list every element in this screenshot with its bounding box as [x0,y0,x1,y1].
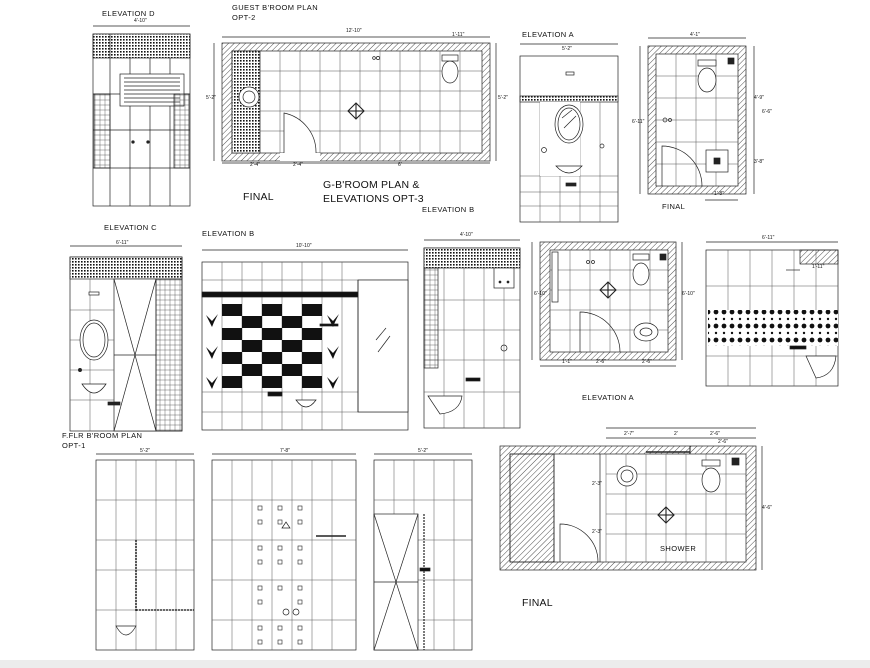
dim-text: 4'-9" [754,95,764,101]
elevation-far-right [705,241,839,387]
dim-text: 2'-6" [718,439,728,445]
elevation-b-right [423,239,521,429]
dim-text: 7'-8" [280,448,290,454]
guest-plan-label: GUEST B'ROOM PLAN [232,3,319,12]
gb-room-title-line1: G-B'ROOM PLAN & [323,179,420,191]
bottom-strip [0,660,870,668]
elevation-d [92,25,191,207]
dim-text: 10'-10" [296,243,312,249]
dim-text: 2'-6" [642,359,652,365]
dim-text: 6' [398,162,402,168]
fflr-elevation-1 [95,453,195,651]
elevation-c-label: ELEVATION C [104,223,157,232]
fflr-elevation-2 [211,453,357,651]
dim-text: 6'-11" [762,235,775,241]
elevation-b-middle [201,249,409,431]
opt1-label: OPT-1 [62,441,86,450]
dim-text: 3'-8" [754,159,764,165]
final-bathroom-plan [499,427,763,571]
elevation-a-top-label: ELEVATION A [522,30,575,39]
dim-text: 4'-1" [690,32,700,38]
dim-text: 4'-10" [134,18,147,24]
shower-label: SHOWER [660,544,697,553]
guest-bathroom-plan [213,36,497,164]
dim-text: 2' [674,431,678,437]
elevation-b-mid-label: ELEVATION B [202,229,255,238]
dim-text: 1'-1" [562,359,572,365]
bathroom-plan-middle-right [531,241,683,367]
dim-text: 5'-2" [206,95,216,101]
dim-text: 2'-7" [624,431,634,437]
fflr-elevation-3 [373,453,473,651]
elevation-b-right-label: ELEVATION B [422,205,475,214]
dim-text: 6'-6" [762,109,772,115]
dim-text: 2'-3" [592,481,602,487]
dim-text: 1'-8" [714,191,724,197]
dim-text: 5'-2" [140,448,150,454]
dim-text: 2'-3" [592,529,602,535]
elevation-d-label: ELEVATION D [102,9,155,18]
dim-text: 1'-11" [812,264,825,270]
elevation-a-mid-label: ELEVATION A [582,393,635,402]
dim-text: 1'-11" [452,32,465,38]
dim-text: 6'-11" [632,119,645,125]
gb-room-title-line2: ELEVATIONS OPT-3 [323,193,424,205]
small-bathroom-plan-top-right [639,37,755,201]
elevation-c [69,245,183,432]
dim-text: 5'-2" [498,95,508,101]
dim-text: 6'-11" [116,240,129,246]
dim-text: 2'-4" [250,162,260,168]
dim-text: 6'-10" [534,291,547,297]
opt2-label: OPT-2 [232,13,256,22]
dim-text: 5'-2" [562,46,572,52]
dim-text: 6'-10" [682,291,695,297]
dim-text: 2'-6" [596,359,606,365]
final-label-1: FINAL [243,191,274,203]
fflr-plan-label: F.FLR B'ROOM PLAN [62,431,143,440]
dim-text: 5'-2" [418,448,428,454]
dim-text: 2'-4" [293,162,303,168]
dim-text: 4'-6" [762,505,772,511]
final-label-2: FINAL [662,202,686,211]
final-label-3: FINAL [522,597,553,609]
dim-text: 4'-10" [460,232,473,238]
dim-text: 12'-10" [346,28,362,34]
elevation-a-top [519,43,619,223]
dim-text: 2'-6" [710,431,720,437]
